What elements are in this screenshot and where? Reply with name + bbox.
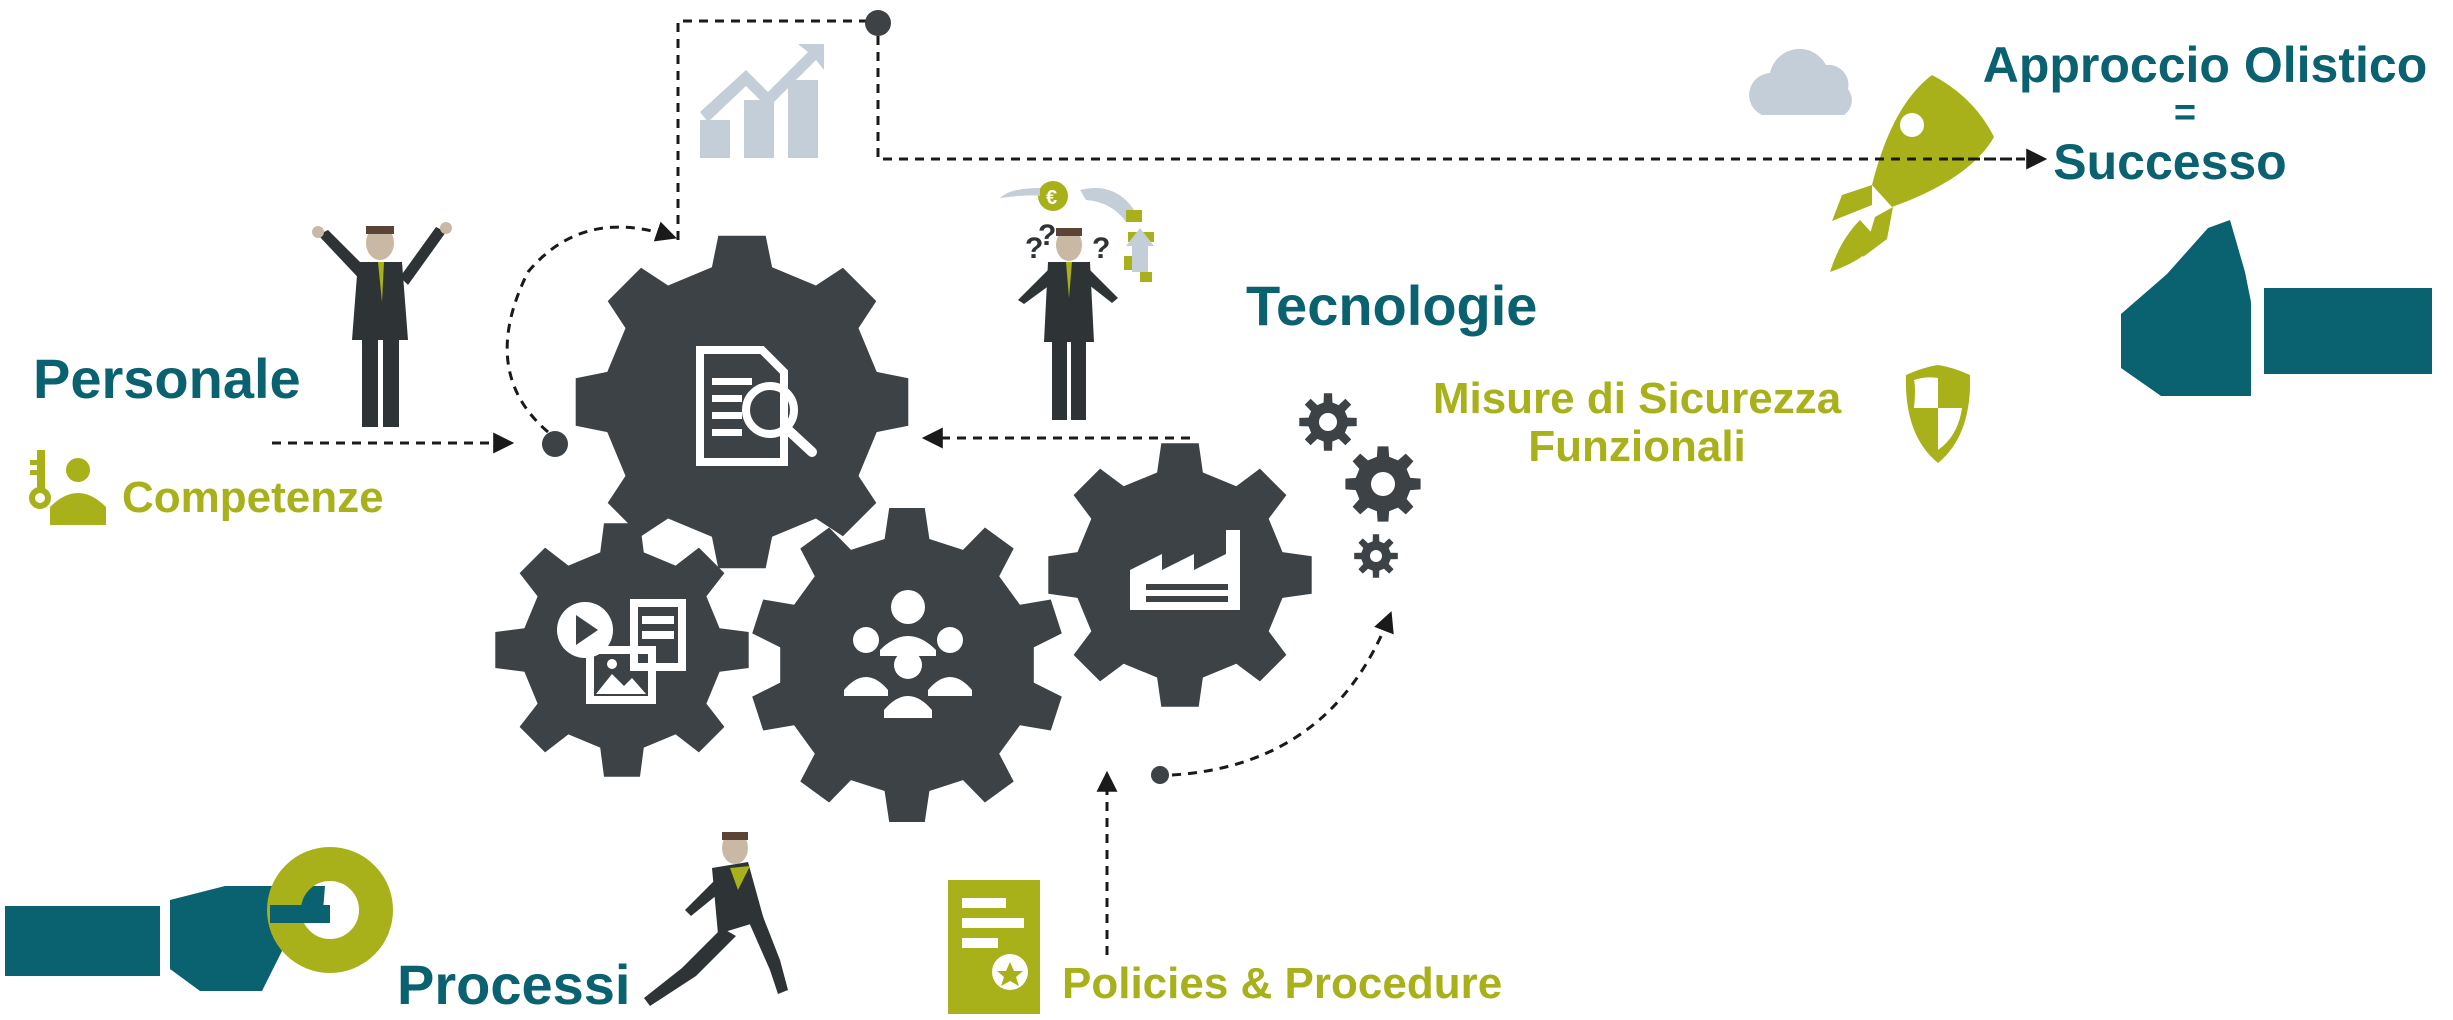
document-search-icon (696, 346, 817, 466)
svg-text:?: ? (1092, 232, 1110, 265)
key-person-icon (29, 450, 106, 525)
label-equals: = (2173, 92, 2197, 134)
thumbs-up-icon (2121, 220, 2432, 396)
gear-hole (1370, 550, 1382, 562)
label-tecnologie: Tecnologie (1246, 274, 1538, 337)
svg-text:€: € (1046, 187, 1057, 209)
label-misure: Misure di Sicurezza Funzionali (1402, 374, 1872, 472)
businessman-arms-raised-icon (312, 222, 452, 427)
label-misure-line1: Misure di Sicurezza (1432, 374, 1842, 423)
label-processi: Processi (397, 953, 631, 1016)
label-misure-line2: Funzionali (1528, 422, 1746, 472)
olive-ring-icon (267, 847, 393, 973)
pointing-hand-icon (5, 886, 325, 991)
label-approccio-line: Approccio Olistico (1982, 37, 2428, 93)
connector-loop-right (1151, 611, 1394, 784)
businessman-confused-icon: ? ? ? € (1000, 181, 1154, 420)
label-personale: Personale (33, 347, 301, 410)
gear-hole (1319, 413, 1337, 431)
svg-text:?: ? (1038, 219, 1056, 252)
svg-text:?: ? (1025, 232, 1043, 265)
small-gears-icon (1299, 393, 1421, 578)
businessman-running-icon (644, 832, 788, 1006)
growth-chart-icon (700, 44, 824, 158)
connector-top-success (676, 10, 2048, 240)
certificate-icon (948, 880, 1040, 1014)
shield-icon (1905, 365, 1971, 463)
factory-icon (1130, 530, 1240, 610)
label-policies: Policies & Procedure (1062, 959, 1503, 1008)
media-gallery-icon (557, 599, 686, 704)
gear-hole (1371, 472, 1395, 496)
label-competenze: Competenze (122, 473, 384, 522)
cloud-icon (1749, 48, 1852, 115)
label-successo: Successo (2053, 133, 2287, 190)
team-people-icon (844, 590, 972, 718)
rocket-icon (1830, 75, 1994, 272)
connector-loop-left (505, 221, 677, 457)
label-approccio: Approccio Olistico = Successo (1960, 38, 2450, 190)
